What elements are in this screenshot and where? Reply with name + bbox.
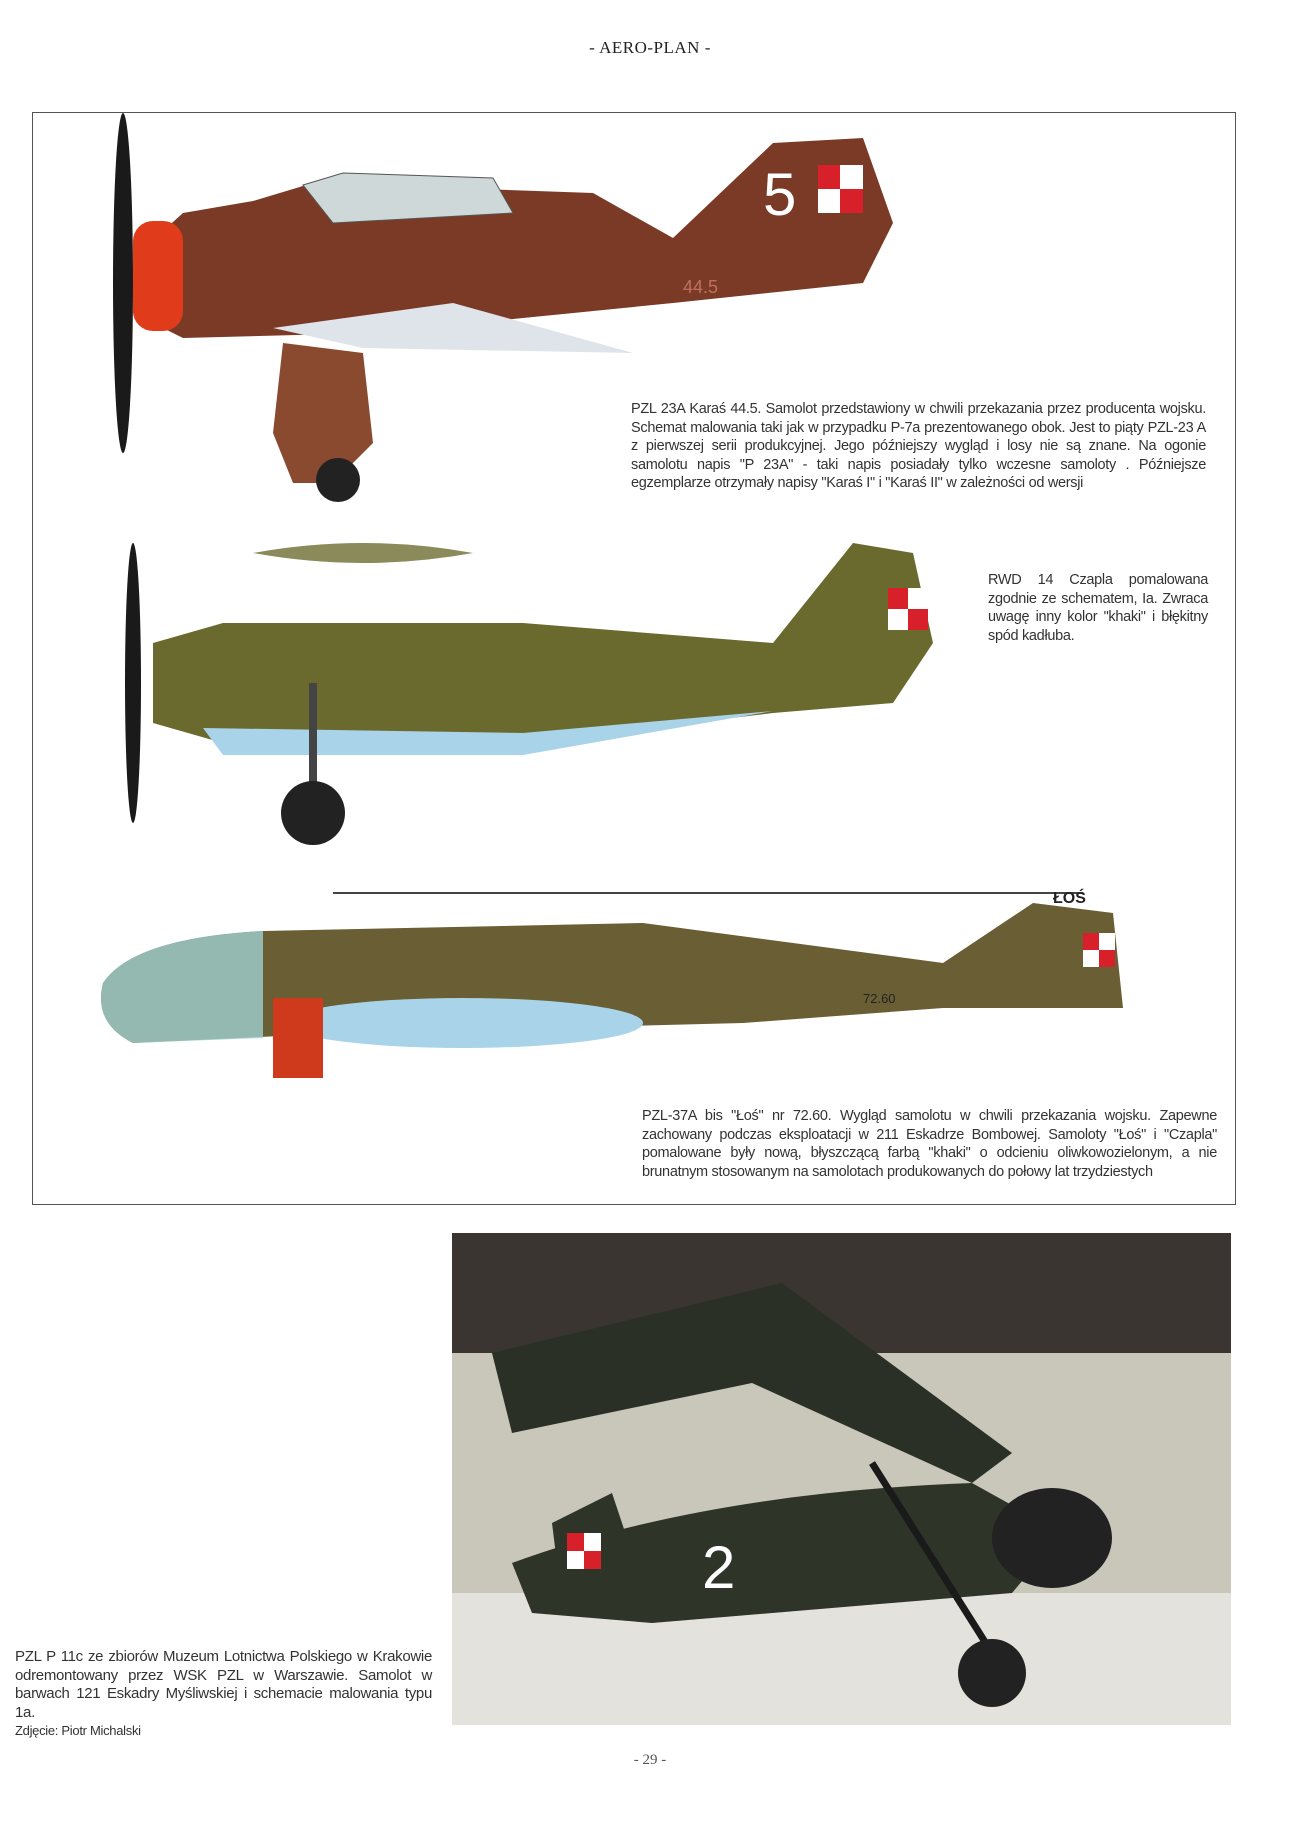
fuselage-code: 44.5 [683,277,718,297]
illustration-frame: 5 44.5 PZL 23A Karaś 44.5. Samolot przed… [32,112,1236,1205]
pzl-p11c-photo: 2 [452,1233,1231,1725]
rwd-14-czapla-illustration [125,543,933,845]
caption-pzl-23a: PZL 23A Karaś 44.5. Samolot przedstawion… [631,401,1206,491]
page-number: - 29 - [633,1752,667,1768]
running-header: - AERO-PLAN - [589,38,711,57]
caption-pzl-37: PZL-37A bis "Łoś" nr 72.60. Wygląd samol… [642,1108,1217,1180]
tail-number: 5 [763,161,796,228]
photo-caption-text: PZL P 11c ze zbiorów Muzeum Lotnictwa Po… [15,1648,432,1721]
photo-credit: Zdjęcie: Piotr Michalski [15,1723,141,1738]
tail-name: ŁOŚ [1053,888,1086,907]
pzl-37-los-illustration: ŁOŚ 72.60 [101,888,1123,1078]
pzl-23a-karas-illustration: 5 44.5 [113,113,893,502]
photo-caption: PZL P 11c ze zbiorów Muzeum Lotnictwa Po… [15,1648,432,1741]
caption-rwd-14: RWD 14 Czapla pomalowana zgodnie ze sche… [988,572,1208,644]
fuselage-code: 72.60 [863,991,896,1006]
fuselage-number: 2 [702,1534,735,1601]
